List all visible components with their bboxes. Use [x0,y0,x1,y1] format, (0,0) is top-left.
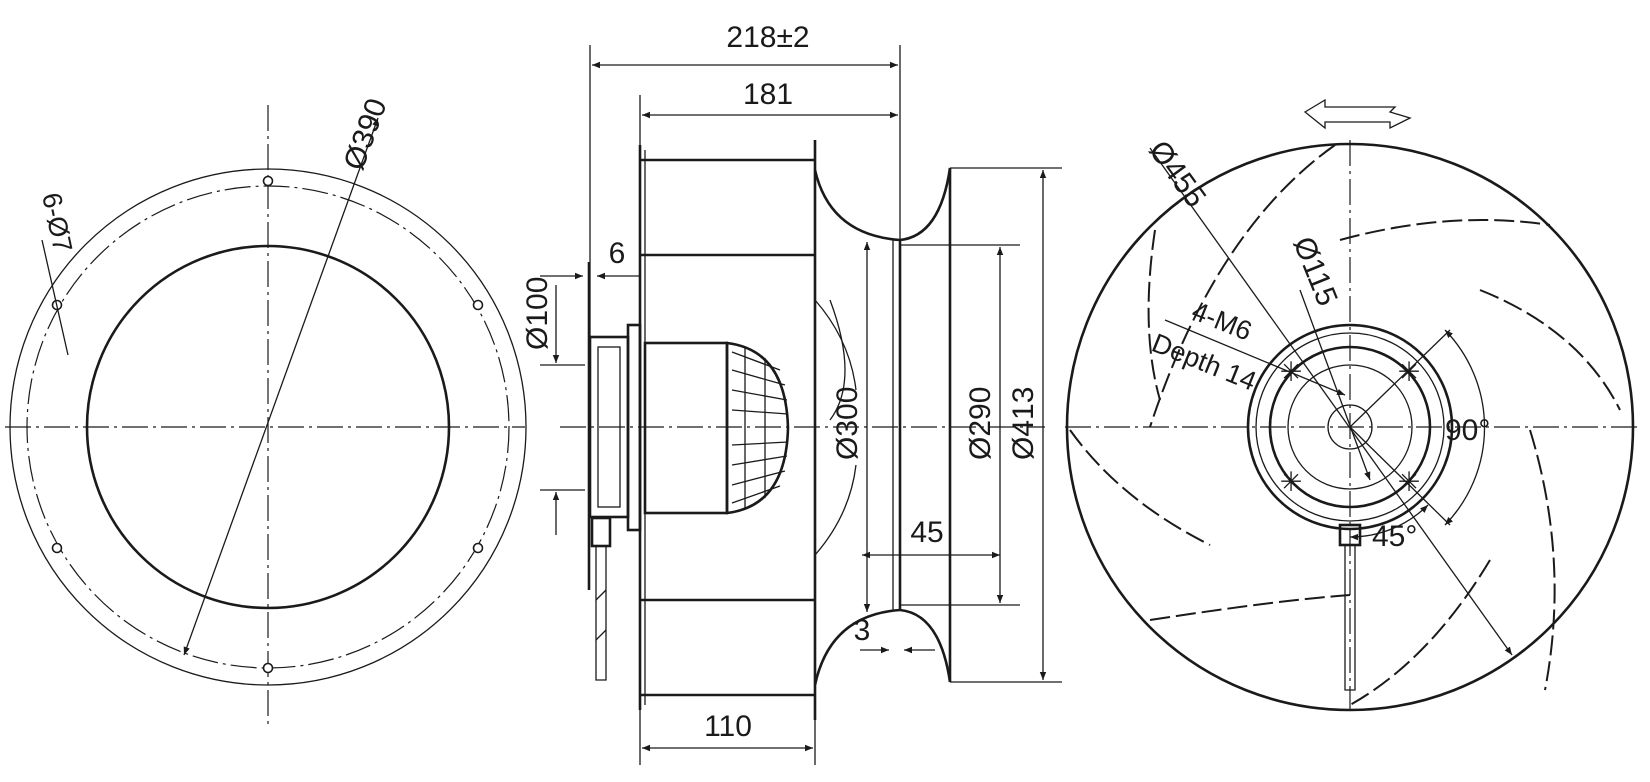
motor-mount-ring [626,323,642,532]
rear-outer-circle [1065,142,1635,712]
blade-curve [814,299,857,391]
shroud-curve-top [813,169,901,242]
angle-90-ray [1349,426,1451,526]
rear-view: ✳ ✳ ✳ ✳ Ø455 Ø115 4-M6 Depth 14 90° 45° [1065,98,1640,712]
angle-90-ray [1349,329,1451,428]
front-view: Ø390 6-Ø7 [5,94,527,728]
dim-110-label: 110 [704,710,752,743]
dim-100-label: Ø100 [521,277,554,350]
angle-45-label: 45° [1372,520,1417,553]
blade-curve [829,299,846,421]
mounting-hole [262,662,274,674]
angle-45-arc [1349,504,1429,541]
mounting-hole [262,175,274,187]
dim-455-label: Ø455 [1142,135,1212,214]
hub-center [1327,404,1373,450]
angle-90-arc [1444,329,1486,526]
side-view: 218±2 181 6 Ø100 [521,21,1062,765]
dim-218-label: 218±2 [726,21,809,54]
dim-390-label: Ø390 [338,94,394,174]
dim-45-label: 45 [910,516,943,549]
angle-90-label: 90° [1445,414,1490,447]
motor-body [643,341,729,515]
dim-115-line [1299,289,1371,481]
dim-115-label: Ø115 [1287,232,1344,310]
dim-threads-label: 4-M6 [1188,296,1256,347]
dim-threads-leader [1164,319,1346,396]
dim-holes-leader [41,239,69,356]
dim-holes-label: 6-Ø7 [36,190,78,255]
mounting-hole [472,299,484,311]
dim-6-label: 6 [609,237,626,270]
mounting-hole [51,542,63,554]
thread-hole: ✳ [1280,467,1303,497]
inlet-flare-top [899,167,952,242]
cable [595,546,607,681]
dim-300-label: Ø300 [831,387,864,460]
mounting-hole [472,542,484,554]
dim-290-label: Ø290 [964,387,997,460]
blade-curve [814,464,857,556]
hub-cable [1344,545,1356,691]
dim-181-label: 181 [743,78,793,111]
shroud-curve-bottom [813,608,901,686]
inlet-flare-bottom [899,608,952,683]
cable-gland [590,516,612,548]
motor-flange-inner [597,346,621,508]
dim-455-line [1149,147,1513,656]
dim-413-label: Ø413 [1007,387,1040,460]
mounting-holes [51,175,484,674]
dim-3-label: 3 [854,614,871,647]
rotation-arrow-icon [1303,98,1412,130]
motor-rotor [725,341,790,515]
dim-390-line [183,117,379,656]
motor-fins [731,348,789,508]
hub-inner [1287,364,1413,490]
